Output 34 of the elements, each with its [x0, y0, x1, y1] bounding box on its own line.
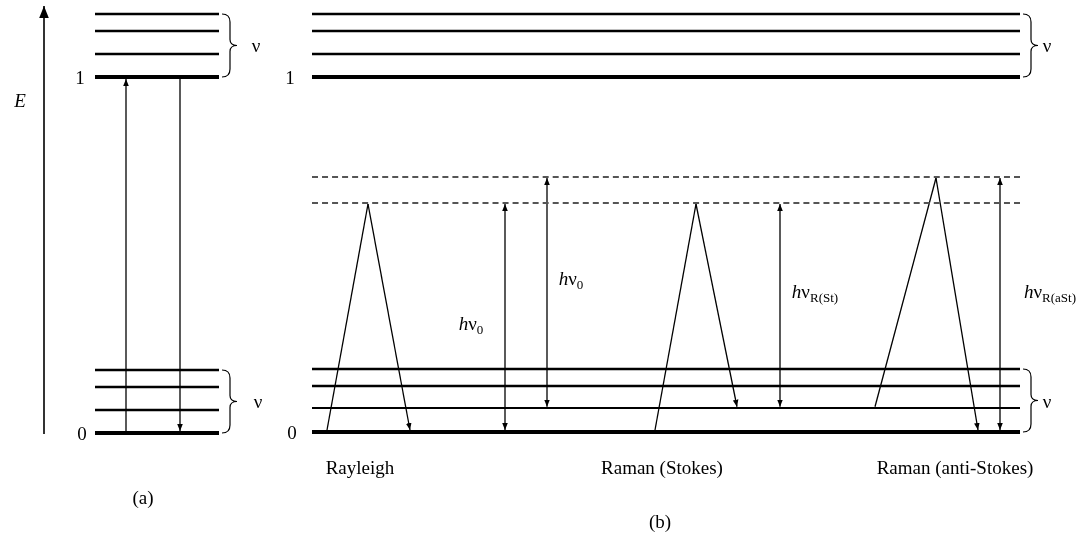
transition-arrow [123, 78, 129, 432]
level-number: 1 [285, 67, 295, 87]
vibration-symbol: ν [1042, 35, 1052, 55]
edge-label: hν$_{R(St)}$ [791, 282, 839, 304]
panel-caption: (a) [132, 487, 154, 507]
transition-line [654, 203, 697, 431]
edge-label: hν$_{0}$ [458, 314, 484, 336]
transition-arrow [935, 177, 980, 431]
level-number: 0 [77, 423, 87, 443]
energy-level [312, 430, 1020, 434]
double-arrow [777, 203, 783, 408]
panel-caption: (b) [648, 511, 672, 531]
transition-line [326, 203, 369, 431]
double-arrow [544, 177, 550, 408]
edge-label: hν$_{R(aSt)}$ [1024, 282, 1076, 304]
level-number: 1 [75, 67, 85, 87]
process-label: Rayleigh [325, 457, 395, 477]
process-label: Raman (Stokes) [601, 457, 723, 477]
process-label: Raman (anti-Stokes) [876, 457, 1034, 477]
energy-level [312, 406, 1020, 410]
vibration-symbol: ν [251, 35, 261, 55]
transition-line [874, 177, 937, 408]
double-arrow [997, 177, 1003, 431]
axis-label: E [14, 90, 26, 110]
transition-arrow [695, 203, 739, 408]
energy-level [95, 75, 219, 79]
vibration-symbol: ν [1042, 391, 1052, 411]
transition-arrow [367, 203, 412, 431]
edge-label: hν$_{0}$ [558, 269, 584, 291]
transition-arrow [177, 78, 183, 432]
vibration-symbol: ν [253, 391, 263, 411]
energy-level [95, 431, 219, 435]
double-arrow [502, 203, 508, 431]
level-number: 0 [287, 422, 297, 442]
